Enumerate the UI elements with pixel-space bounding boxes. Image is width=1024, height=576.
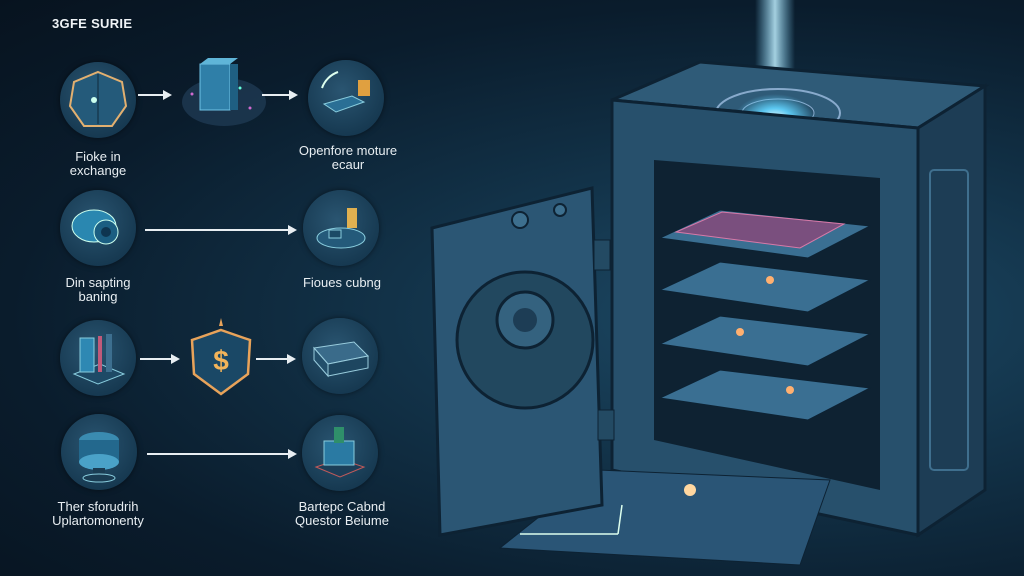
cabinet-node [302,415,378,491]
arrow [140,354,180,364]
vault-illustration [430,0,990,566]
vault-side [916,83,987,538]
dollar-symbol: $ [213,345,229,376]
arrow [147,449,297,459]
sapting-node [60,190,136,266]
diagram-title: 3GFE SURIE [52,16,133,31]
device-icon [316,208,366,249]
row2-right-label: Fioues cubng [302,275,382,290]
dollar-shield-icon: $ [190,318,252,396]
cubing-node [303,190,379,266]
server-rack-node [60,320,136,396]
arrow [262,90,298,100]
storage-node [302,318,378,394]
server-node [180,58,268,130]
server-box-icon [182,58,266,126]
open-node [308,60,384,136]
server-rack-icon [72,334,126,385]
storage-drive-icon [313,341,370,378]
cabinet-stack-icon [314,427,366,478]
dollar-shield: $ [188,318,254,400]
drum-icon [79,432,119,483]
data-trays [658,209,872,421]
arrow [256,354,296,364]
laptop-icon [321,71,370,113]
exchange-node [60,62,136,138]
arrow [145,225,297,235]
shield-globe-icon [68,70,128,127]
drum-node [61,414,137,490]
camera-icon [71,209,119,245]
arrow [138,90,172,100]
